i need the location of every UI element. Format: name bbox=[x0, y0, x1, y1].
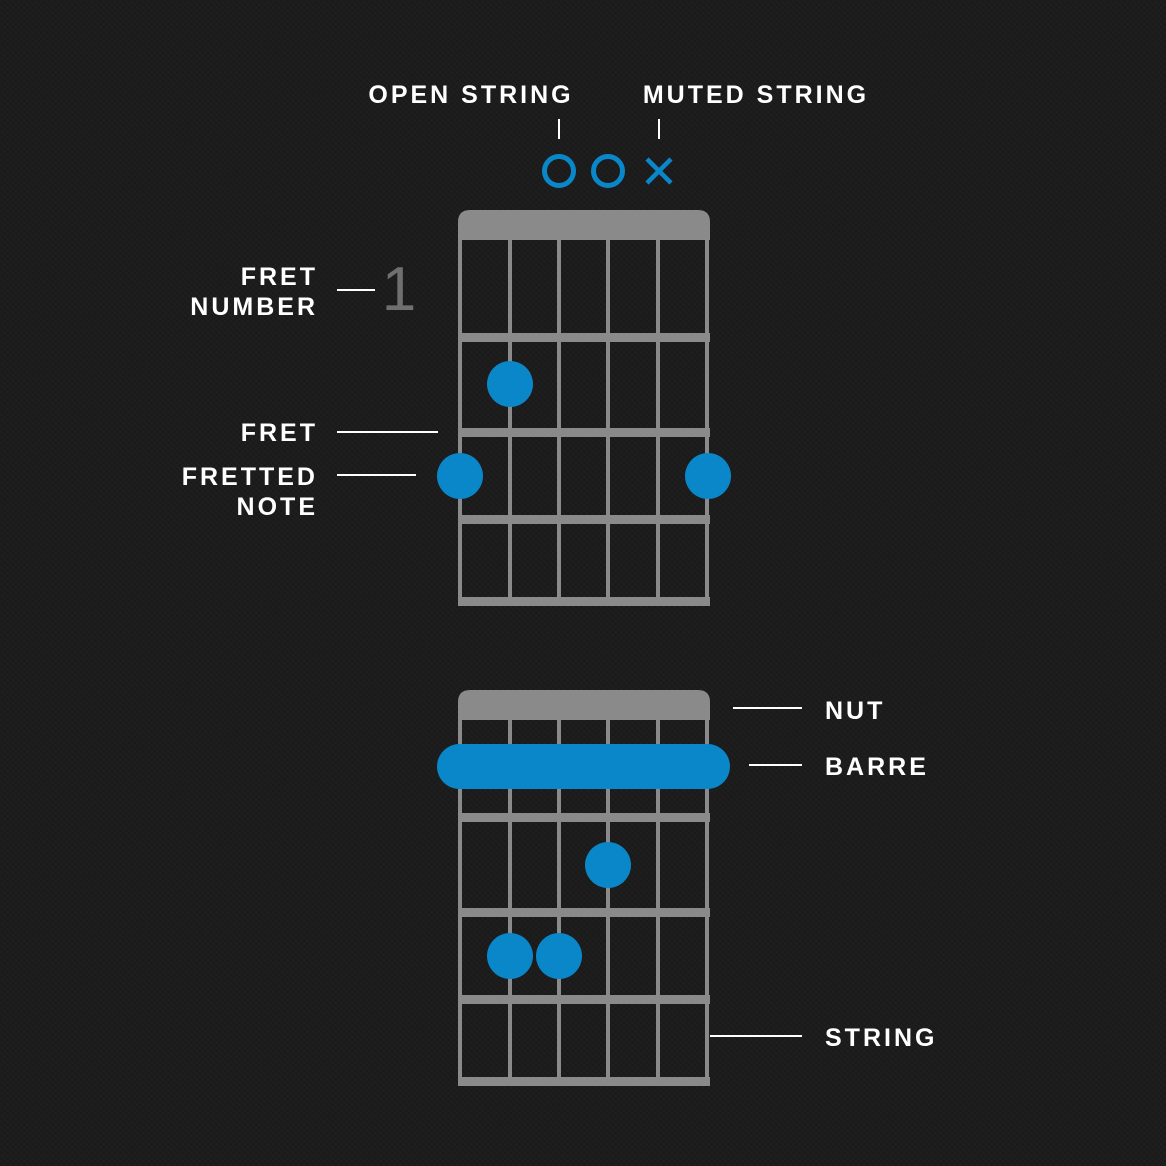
fretted-note-dot bbox=[487, 933, 533, 979]
labels: OPEN STRING MUTED STRING FRET NUMBER FRE… bbox=[182, 81, 937, 1052]
fretted-note-dot bbox=[437, 453, 483, 499]
top-nut bbox=[458, 210, 710, 240]
fretted-note-dot bbox=[487, 361, 533, 407]
top-fret-3 bbox=[458, 515, 710, 524]
bottom-frets bbox=[458, 813, 710, 1086]
top-strings bbox=[458, 238, 709, 604]
top-fret-2 bbox=[458, 428, 710, 437]
fret-number-value: 1 bbox=[382, 255, 416, 324]
bottom-fret-3 bbox=[458, 995, 710, 1004]
fretted-note-label-line2: NOTE bbox=[237, 493, 318, 521]
muted-string-label: MUTED STRING bbox=[643, 81, 869, 109]
fretted-note-dot bbox=[536, 933, 582, 979]
barre-label: BARRE bbox=[825, 753, 929, 781]
fretted-note-label-line1: FRETTED bbox=[182, 463, 318, 491]
top-fret-4 bbox=[458, 597, 710, 606]
fret-number-label-line1: FRET bbox=[241, 263, 318, 291]
string-label: STRING bbox=[825, 1024, 937, 1052]
leader-lines bbox=[337, 119, 802, 1037]
muted-string-marker bbox=[645, 157, 673, 185]
open-string-marker bbox=[542, 154, 576, 188]
bottom-fret-4 bbox=[458, 1077, 710, 1086]
top-frets bbox=[458, 333, 710, 606]
nut-label: NUT bbox=[825, 697, 885, 725]
top-fret-1 bbox=[458, 333, 710, 342]
fret-label: FRET bbox=[241, 419, 318, 447]
barre-bar bbox=[437, 744, 730, 789]
fret-number-label-line2: NUMBER bbox=[190, 293, 318, 321]
fretted-note-dot bbox=[585, 842, 631, 888]
top-chord-chart: 1 bbox=[382, 154, 731, 606]
bottom-chord-chart bbox=[437, 690, 730, 1086]
open-string-marker bbox=[591, 154, 625, 188]
bottom-fret-1 bbox=[458, 813, 710, 822]
bottom-fret-2 bbox=[458, 908, 710, 917]
bottom-nut bbox=[458, 690, 710, 720]
fretted-note-dot bbox=[685, 453, 731, 499]
open-string-label: OPEN STRING bbox=[368, 81, 573, 109]
